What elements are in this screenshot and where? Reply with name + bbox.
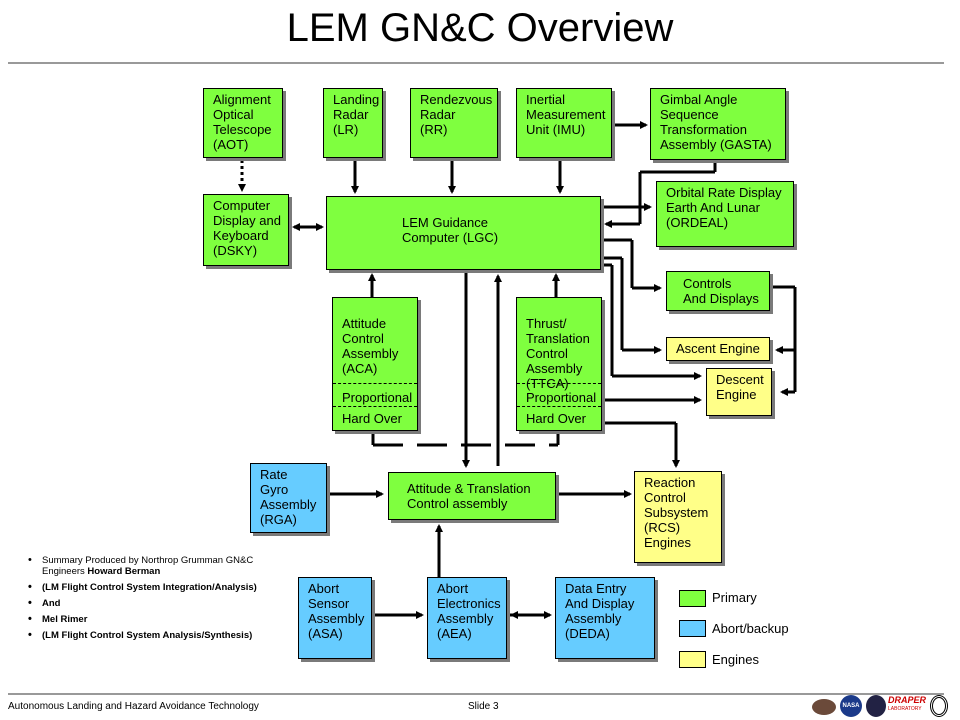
ttca-proportional: Proportional <box>517 383 601 405</box>
ordeal-box: Orbital Rate Display Earth And Lunar (OR… <box>656 181 794 247</box>
aea-box: Abort Electronics Assembly (AEA) <box>427 577 507 659</box>
legend-abort-swatch <box>679 620 706 637</box>
imu-box: Inertial Measurement Unit (IMU) <box>516 88 612 158</box>
note-and: And <box>28 598 288 609</box>
asa-box: Abort Sensor Assembly (ASA) <box>298 577 372 659</box>
note-author-2: Mel Rimer <box>28 614 288 625</box>
footer-title: Autonomous Landing and Hazard Avoidance … <box>8 701 259 712</box>
rga-box: Rate Gyro Assembly (RGA) <box>250 463 327 533</box>
summary-notes: Summary Produced by Northrop Grumman GN&… <box>28 555 288 646</box>
legend-engines-swatch <box>679 651 706 668</box>
atca-box: Attitude & Translation Control assembly <box>388 472 556 520</box>
nasa-logo: NASA <box>840 695 862 717</box>
lunar-module-logo <box>812 699 836 715</box>
deda-box: Data Entry And Display Assembly (DEDA) <box>555 577 655 659</box>
draper-sub: LABORATORY <box>888 706 922 712</box>
note-role-2: (LM Flight Control System Analysis/Synth… <box>28 630 288 641</box>
legend-primary-label: Primary <box>712 590 757 605</box>
draper-wordmark: DRAPER <box>888 695 927 705</box>
legend-abort-label: Abort/backup <box>712 621 789 636</box>
gasta-box: Gimbal Angle Sequence Transformation Ass… <box>650 88 786 160</box>
page-title: LEM GN&C Overview <box>286 6 674 50</box>
aca-box: Attitude Control Assembly (ACA) Proporti… <box>332 297 418 431</box>
ascent-engine-box: Ascent Engine <box>666 337 770 361</box>
ttca-hard-over: Hard Over <box>517 406 601 426</box>
lgc-box: LEM Guidance Computer (LGC) <box>326 196 601 270</box>
aot-box: Alignment Optical Telescope (AOT) <box>203 88 283 158</box>
aca-label: Attitude Control Assembly (ACA) <box>342 316 399 376</box>
controls-displays-box: Controls And Displays <box>666 271 770 311</box>
rendezvous-radar-box: Rendezvous Radar (RR) <box>410 88 498 158</box>
footer-divider <box>8 693 944 695</box>
slide-number: Slide 3 <box>468 701 499 712</box>
note-author-1: Howard Berman <box>87 566 161 577</box>
rcs-box: Reaction Control Subsystem (RCS) Engines <box>634 471 722 563</box>
ttca-box: Thrust/ Translation Control Assembly (TT… <box>516 297 602 431</box>
legend-primary-swatch <box>679 590 706 607</box>
dsky-box: Computer Display and Keyboard (DSKY) <box>203 194 289 266</box>
note-role-1: (LM Flight Control System Integration/An… <box>28 582 288 593</box>
title-divider <box>8 62 944 64</box>
aca-hard-over: Hard Over <box>333 406 417 426</box>
mission-patch-logo <box>866 695 886 717</box>
draper-logo: DRAPER LABORATORY <box>888 695 928 717</box>
draper-seal-logo <box>930 695 948 717</box>
note-summary-text: Summary Produced by Northrop Grumman GN&… <box>42 555 254 577</box>
ttca-label: Thrust/ Translation Control Assembly (TT… <box>526 316 590 391</box>
legend-engines-label: Engines <box>712 652 759 667</box>
note-summary: Summary Produced by Northrop Grumman GN&… <box>28 555 288 577</box>
landing-radar-box: Landing Radar (LR) <box>323 88 383 158</box>
aca-proportional: Proportional <box>333 383 417 405</box>
descent-engine-box: Descent Engine <box>706 368 772 416</box>
